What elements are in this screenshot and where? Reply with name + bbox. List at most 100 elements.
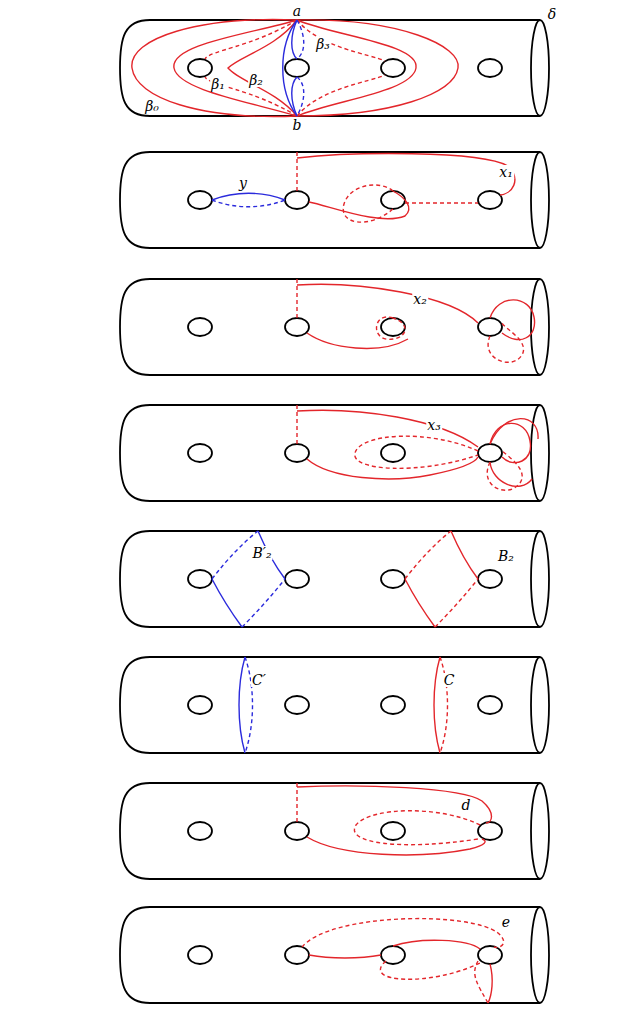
curve-label: y	[238, 176, 248, 190]
simple-closed-curve	[490, 462, 532, 486]
genus-hole	[478, 191, 502, 209]
simple-closed-curve	[228, 20, 297, 116]
curve-label: β₀	[144, 99, 160, 113]
genus-hole	[285, 570, 309, 588]
boundary-circle	[531, 152, 549, 248]
genus-hole	[188, 444, 212, 462]
simple-closed-curve	[490, 419, 538, 444]
simple-closed-curve	[297, 20, 385, 61]
genus-hole	[381, 444, 405, 462]
simple-closed-curve	[212, 193, 285, 200]
curve-label: x₂	[412, 292, 428, 306]
simple-closed-curve	[354, 811, 480, 845]
simple-closed-curve	[297, 154, 515, 195]
genus-hole	[285, 822, 309, 840]
cylinder-surface	[120, 20, 549, 117]
simple-closed-curve	[475, 961, 488, 1003]
surface-outline	[120, 783, 540, 879]
simple-closed-curve	[245, 657, 253, 753]
genus-hole	[381, 191, 405, 209]
genus-hole	[381, 59, 405, 77]
genus-hole	[478, 318, 502, 336]
genus-hole	[188, 946, 212, 964]
simple-closed-curve	[434, 657, 440, 753]
simple-closed-curve	[174, 20, 297, 116]
boundary-circle	[531, 657, 549, 753]
simple-closed-curve	[376, 317, 405, 339]
simple-closed-curve	[212, 200, 285, 207]
boundary-circle	[531, 531, 549, 627]
genus-hole	[478, 822, 502, 840]
cylinder-surface	[120, 405, 549, 501]
simple-closed-curve	[490, 300, 535, 340]
genus-hole	[285, 191, 309, 209]
genus-hole	[381, 696, 405, 714]
curve-label: d	[461, 798, 472, 812]
simple-closed-curve	[440, 657, 448, 753]
simple-closed-curve	[307, 457, 478, 479]
boundary-circle	[531, 907, 549, 1003]
boundary-label: δ	[547, 7, 557, 21]
simple-closed-curve	[405, 579, 435, 627]
surface-outline	[120, 279, 540, 375]
genus-hole	[285, 59, 309, 77]
genus-hole	[285, 696, 309, 714]
genus-hole	[188, 191, 212, 209]
surface-outline	[120, 531, 540, 627]
curve-label: x₃	[426, 418, 442, 432]
curve-label: B₂	[497, 549, 515, 563]
genus-hole	[381, 570, 405, 588]
genus-hole	[188, 696, 212, 714]
cylinder-surface	[120, 531, 549, 627]
simple-closed-curve	[435, 579, 478, 627]
boundary-circle	[531, 405, 549, 501]
simple-closed-curve	[297, 77, 304, 116]
genus-hole	[478, 59, 502, 77]
cylinder-surface	[120, 907, 549, 1003]
genus-hole	[381, 822, 405, 840]
surface-outline	[120, 657, 540, 753]
surface-outline	[120, 907, 540, 1003]
simple-closed-curve	[297, 20, 416, 116]
simple-closed-curve	[132, 20, 297, 117]
simple-closed-curve	[355, 436, 478, 468]
simple-closed-curve	[451, 531, 478, 579]
simple-closed-curve	[309, 955, 381, 958]
simple-closed-curve	[343, 185, 393, 222]
simple-closed-curve	[405, 202, 478, 203]
simple-closed-curve	[488, 964, 492, 1003]
cylinder-surface	[120, 657, 549, 753]
surface-outline	[120, 152, 540, 248]
curve-label: x₁	[498, 165, 514, 179]
curve-label: β₃	[315, 37, 331, 51]
cylinder-surface	[120, 152, 549, 248]
curve-label: β₂	[248, 73, 264, 87]
genus-hole	[478, 570, 502, 588]
simple-closed-curve	[297, 20, 458, 116]
point-label: a	[292, 4, 302, 18]
genus-hole	[188, 822, 212, 840]
simple-closed-curve	[309, 191, 409, 219]
simple-closed-curve	[283, 20, 297, 116]
cylinder-surface	[120, 783, 549, 879]
genus-hole	[188, 318, 212, 336]
simple-closed-curve	[212, 579, 242, 627]
curve-label: B′₂	[251, 546, 272, 560]
genus-hole	[478, 444, 502, 462]
simple-closed-curve	[490, 423, 531, 462]
genus-hole	[285, 946, 309, 964]
genus-hole	[285, 318, 309, 336]
curve-label: C	[443, 673, 456, 687]
simple-closed-curve	[380, 961, 480, 979]
cylinder-surface	[120, 279, 549, 375]
simple-closed-curve	[242, 579, 285, 627]
simple-closed-curve	[393, 940, 480, 949]
simple-closed-curve	[239, 657, 245, 753]
genus-hole	[188, 59, 212, 77]
simple-closed-curve	[297, 786, 492, 823]
simple-closed-curve	[297, 20, 304, 59]
boundary-circle	[531, 20, 549, 116]
genus-hole	[381, 318, 405, 336]
